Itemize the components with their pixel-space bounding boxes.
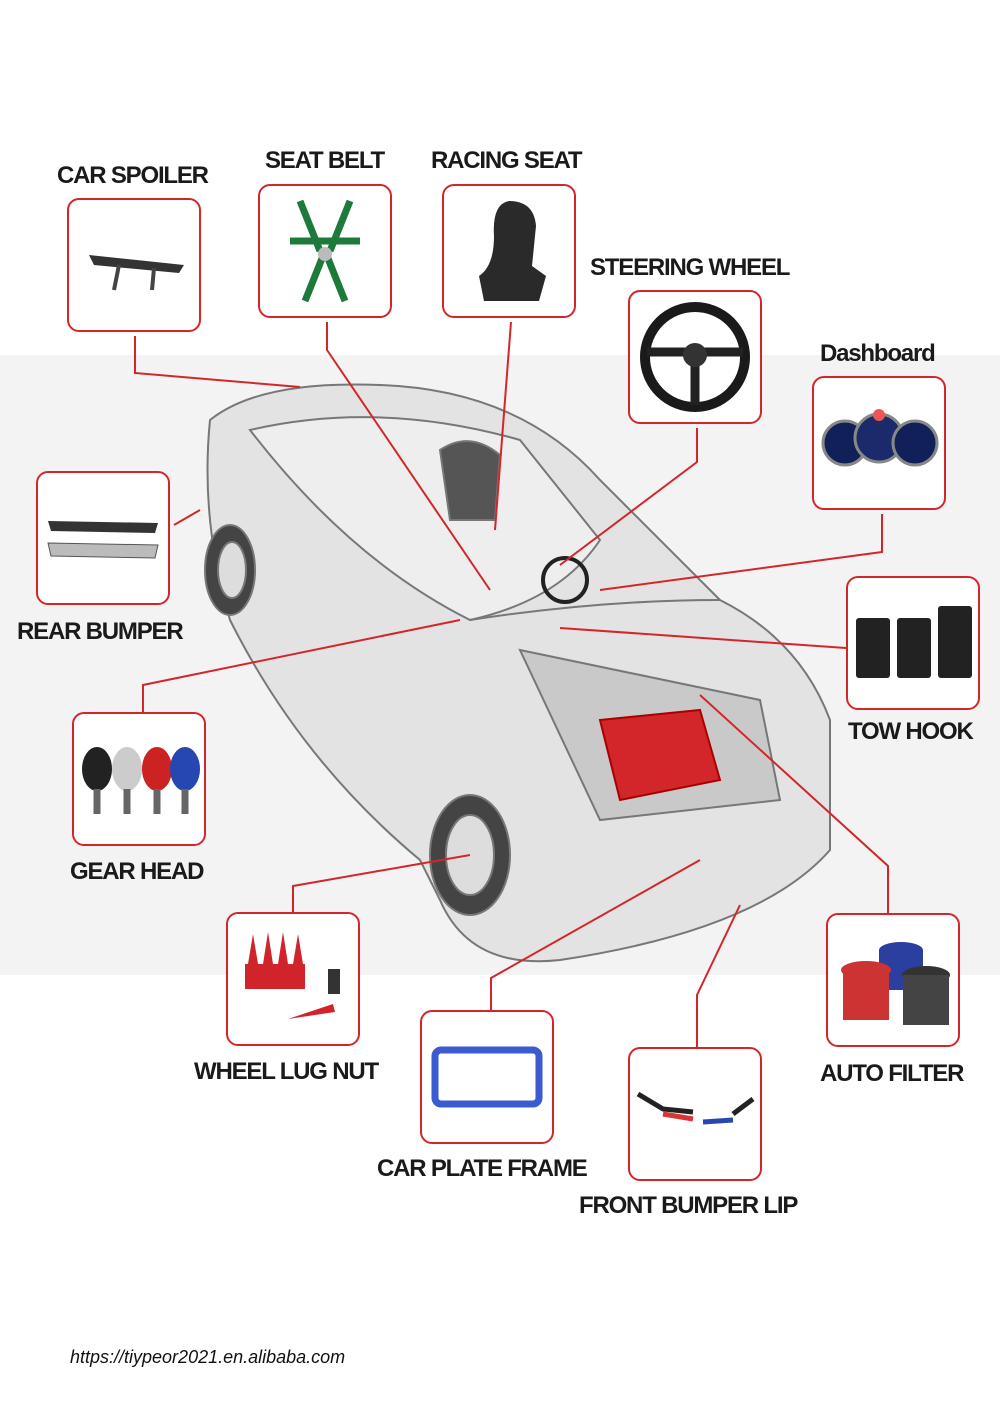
spoiler-image — [89, 255, 184, 291]
gear-head-box — [72, 712, 206, 846]
label-car-plate-frame: CAR PLATE FRAME — [377, 1155, 588, 1182]
label-seat-belt: SEAT BELT — [265, 147, 385, 174]
plate-frame-image — [431, 1046, 543, 1108]
tow-hook-box — [846, 576, 980, 710]
rear-bumper-box — [36, 471, 170, 605]
footer-url[interactable]: https://tiypeor2021.en.alibaba.com — [70, 1347, 346, 1367]
label-dashboard: Dashboard — [820, 340, 936, 367]
pedals-image — [855, 606, 972, 678]
wheel-lug-nut-box — [226, 912, 360, 1046]
gear-knobs-image — [81, 747, 200, 814]
label-steering-wheel: STEERING WHEEL — [590, 254, 790, 281]
label-car-spoiler: CAR SPOILER — [57, 162, 209, 189]
car-spoiler-box — [67, 198, 201, 332]
label-racing-seat: RACING SEAT — [431, 147, 583, 174]
dashboard-gauges-image — [821, 409, 938, 467]
label-front-bumper-lip: FRONT BUMPER LIP — [579, 1192, 798, 1219]
lug-nuts-image — [245, 932, 340, 1019]
leader-lines — [134, 321, 889, 1047]
steering-wheel-image — [640, 302, 750, 412]
seat-belt-image — [290, 199, 360, 303]
auto-filter-box — [826, 913, 960, 1047]
bumper-lip-image — [636, 1091, 754, 1125]
label-gear-head: GEAR HEAD — [70, 858, 204, 885]
label-tow-hook: TOW HOOK — [848, 718, 974, 745]
dashboard-box — [812, 376, 946, 510]
label-wheel-lug-nut: WHEEL LUG NUT — [194, 1058, 379, 1085]
transparent-car — [204, 383, 831, 963]
rear-bumper-image — [47, 521, 159, 559]
label-rear-bumper: REAR BUMPER — [17, 618, 184, 645]
car-plate-frame-box — [420, 1010, 554, 1144]
racing-seat-image — [479, 201, 546, 301]
label-auto-filter: AUTO FILTER — [820, 1060, 964, 1087]
racing-seat-box — [442, 184, 576, 318]
steering-wheel-box — [628, 290, 762, 424]
seat-belt-box — [258, 184, 392, 318]
front-bumper-lip-box — [628, 1047, 762, 1181]
air-filters-image — [840, 942, 950, 1025]
